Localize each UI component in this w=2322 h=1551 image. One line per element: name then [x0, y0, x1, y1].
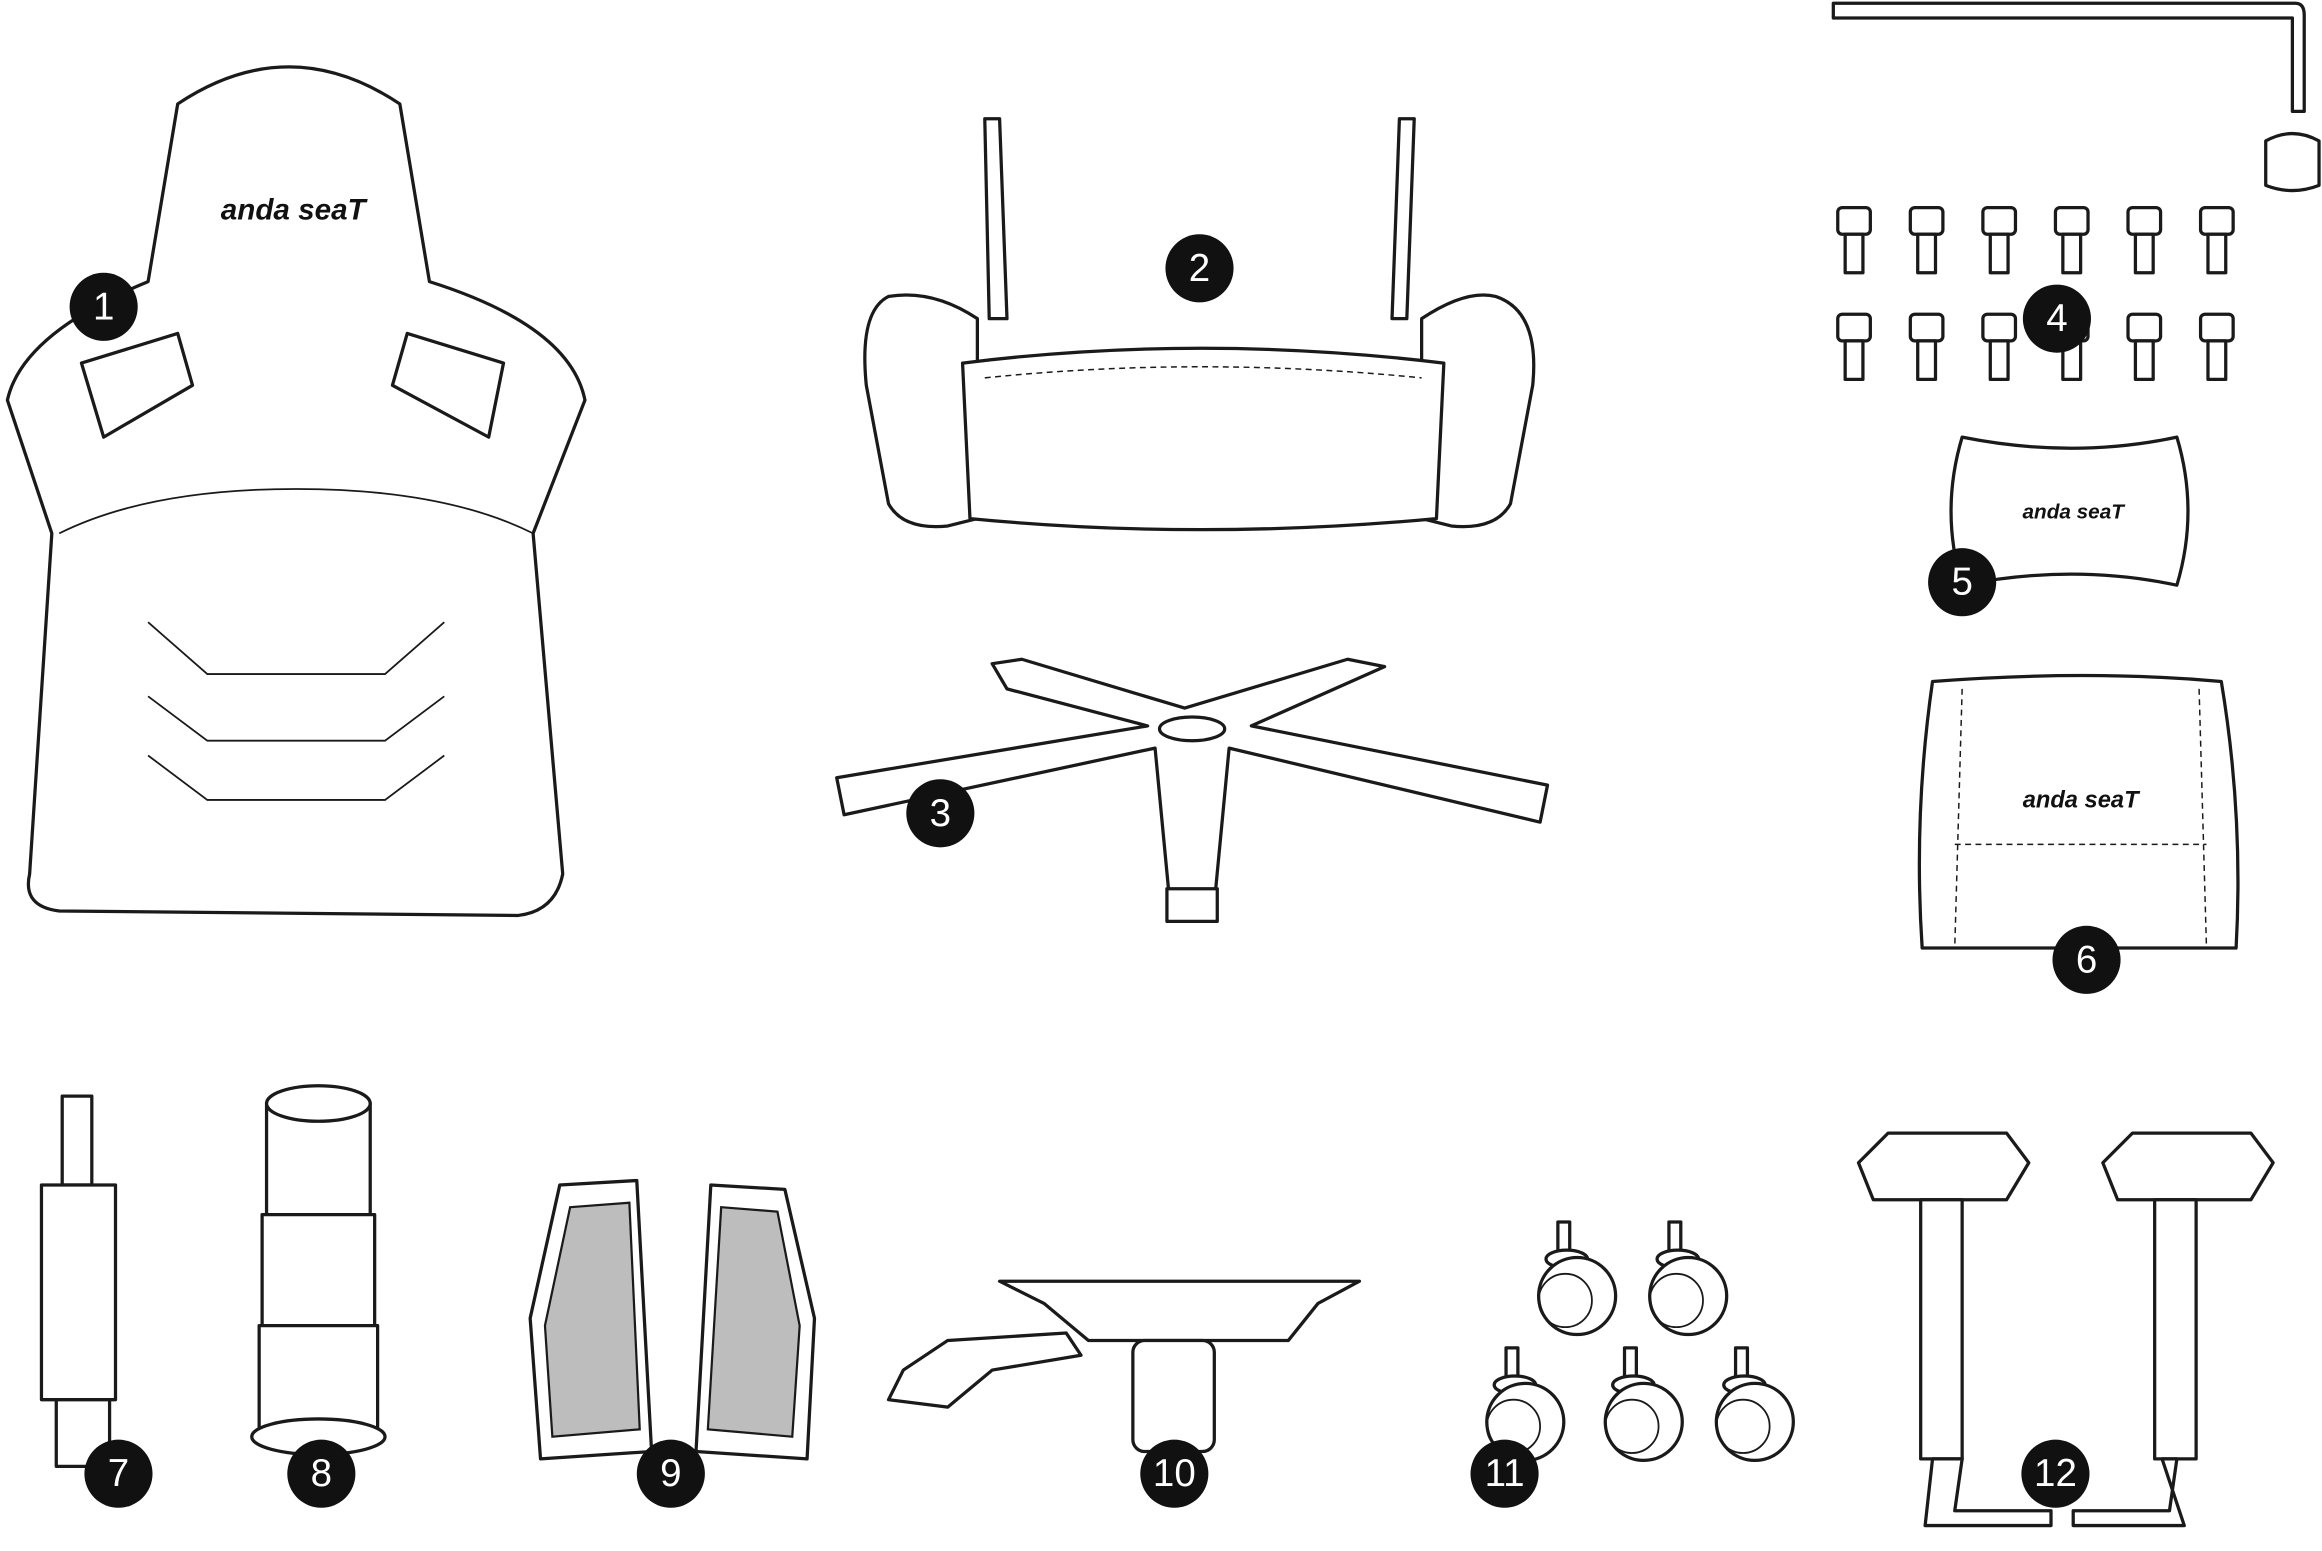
screw-icon	[2053, 205, 2090, 275]
badge-3: 3	[906, 779, 975, 848]
part-armrests	[1856, 1131, 2275, 1528]
badge-5: 5	[1928, 548, 1997, 617]
svg-text:9: 9	[660, 1452, 681, 1495]
screw-icon	[1908, 312, 1945, 381]
svg-text:6: 6	[2076, 938, 2097, 981]
caster-icon	[1603, 1346, 1684, 1463]
screw-icon	[2198, 205, 2235, 275]
part-gas-lift-cover	[250, 1084, 387, 1457]
svg-text:2: 2	[1189, 247, 1210, 290]
part-headrest-pillow: anda seaT	[1917, 673, 2240, 950]
screw-icon	[1908, 205, 1945, 275]
caster-icon	[1536, 1220, 1618, 1337]
part-number-badges: 1 2 3 4 5 6 7 8 9 10 11 12	[69, 234, 2121, 1508]
svg-text:4: 4	[2046, 297, 2067, 340]
screw-icon	[1836, 312, 1872, 381]
part-side-covers	[528, 1178, 817, 1461]
screw-icon	[2198, 312, 2235, 381]
caster-icon	[1714, 1346, 1795, 1463]
part-screws-hex-key	[1831, 1, 2321, 381]
badge-4: 4	[2022, 284, 2091, 353]
badge-1: 1	[69, 272, 138, 341]
svg-text:11: 11	[1485, 1452, 1525, 1495]
screw-icon	[2126, 205, 2163, 275]
badge-9: 9	[636, 1439, 705, 1508]
svg-text:1: 1	[93, 285, 114, 328]
badge-11: 11	[1470, 1439, 1539, 1508]
badge-2: 2	[1165, 234, 1234, 303]
screw-icon	[1981, 312, 2018, 381]
badge-8: 8	[287, 1439, 356, 1508]
part-tilt-mechanism	[886, 1279, 1362, 1454]
headrest-logo: anda seaT	[2023, 787, 2141, 813]
caster-icon	[1648, 1220, 1729, 1337]
screw-icon	[1981, 205, 2018, 275]
badge-6: 6	[2052, 925, 2121, 994]
part-backrest: anda seaT	[5, 65, 587, 918]
svg-text:5: 5	[1951, 561, 1972, 604]
svg-text:8: 8	[311, 1452, 332, 1495]
part-base	[835, 657, 1550, 923]
screw-icon	[2126, 312, 2163, 381]
svg-text:12: 12	[2034, 1452, 2077, 1495]
backrest-logo: anda seaT	[221, 193, 369, 226]
svg-text:7: 7	[108, 1452, 129, 1495]
svg-text:10: 10	[1153, 1452, 1196, 1495]
part-casters	[1485, 1220, 1795, 1463]
badge-12: 12	[2021, 1439, 2090, 1508]
svg-text:3: 3	[930, 792, 951, 835]
part-gas-lift	[39, 1094, 118, 1468]
lumbar-logo: anda seaT	[2023, 501, 2127, 524]
badge-10: 10	[1140, 1439, 1209, 1508]
part-lumbar-pillow: anda seaT	[1949, 435, 2190, 587]
part-seat	[863, 117, 1536, 532]
screw-icon	[1836, 205, 1872, 275]
badge-7: 7	[84, 1439, 153, 1508]
